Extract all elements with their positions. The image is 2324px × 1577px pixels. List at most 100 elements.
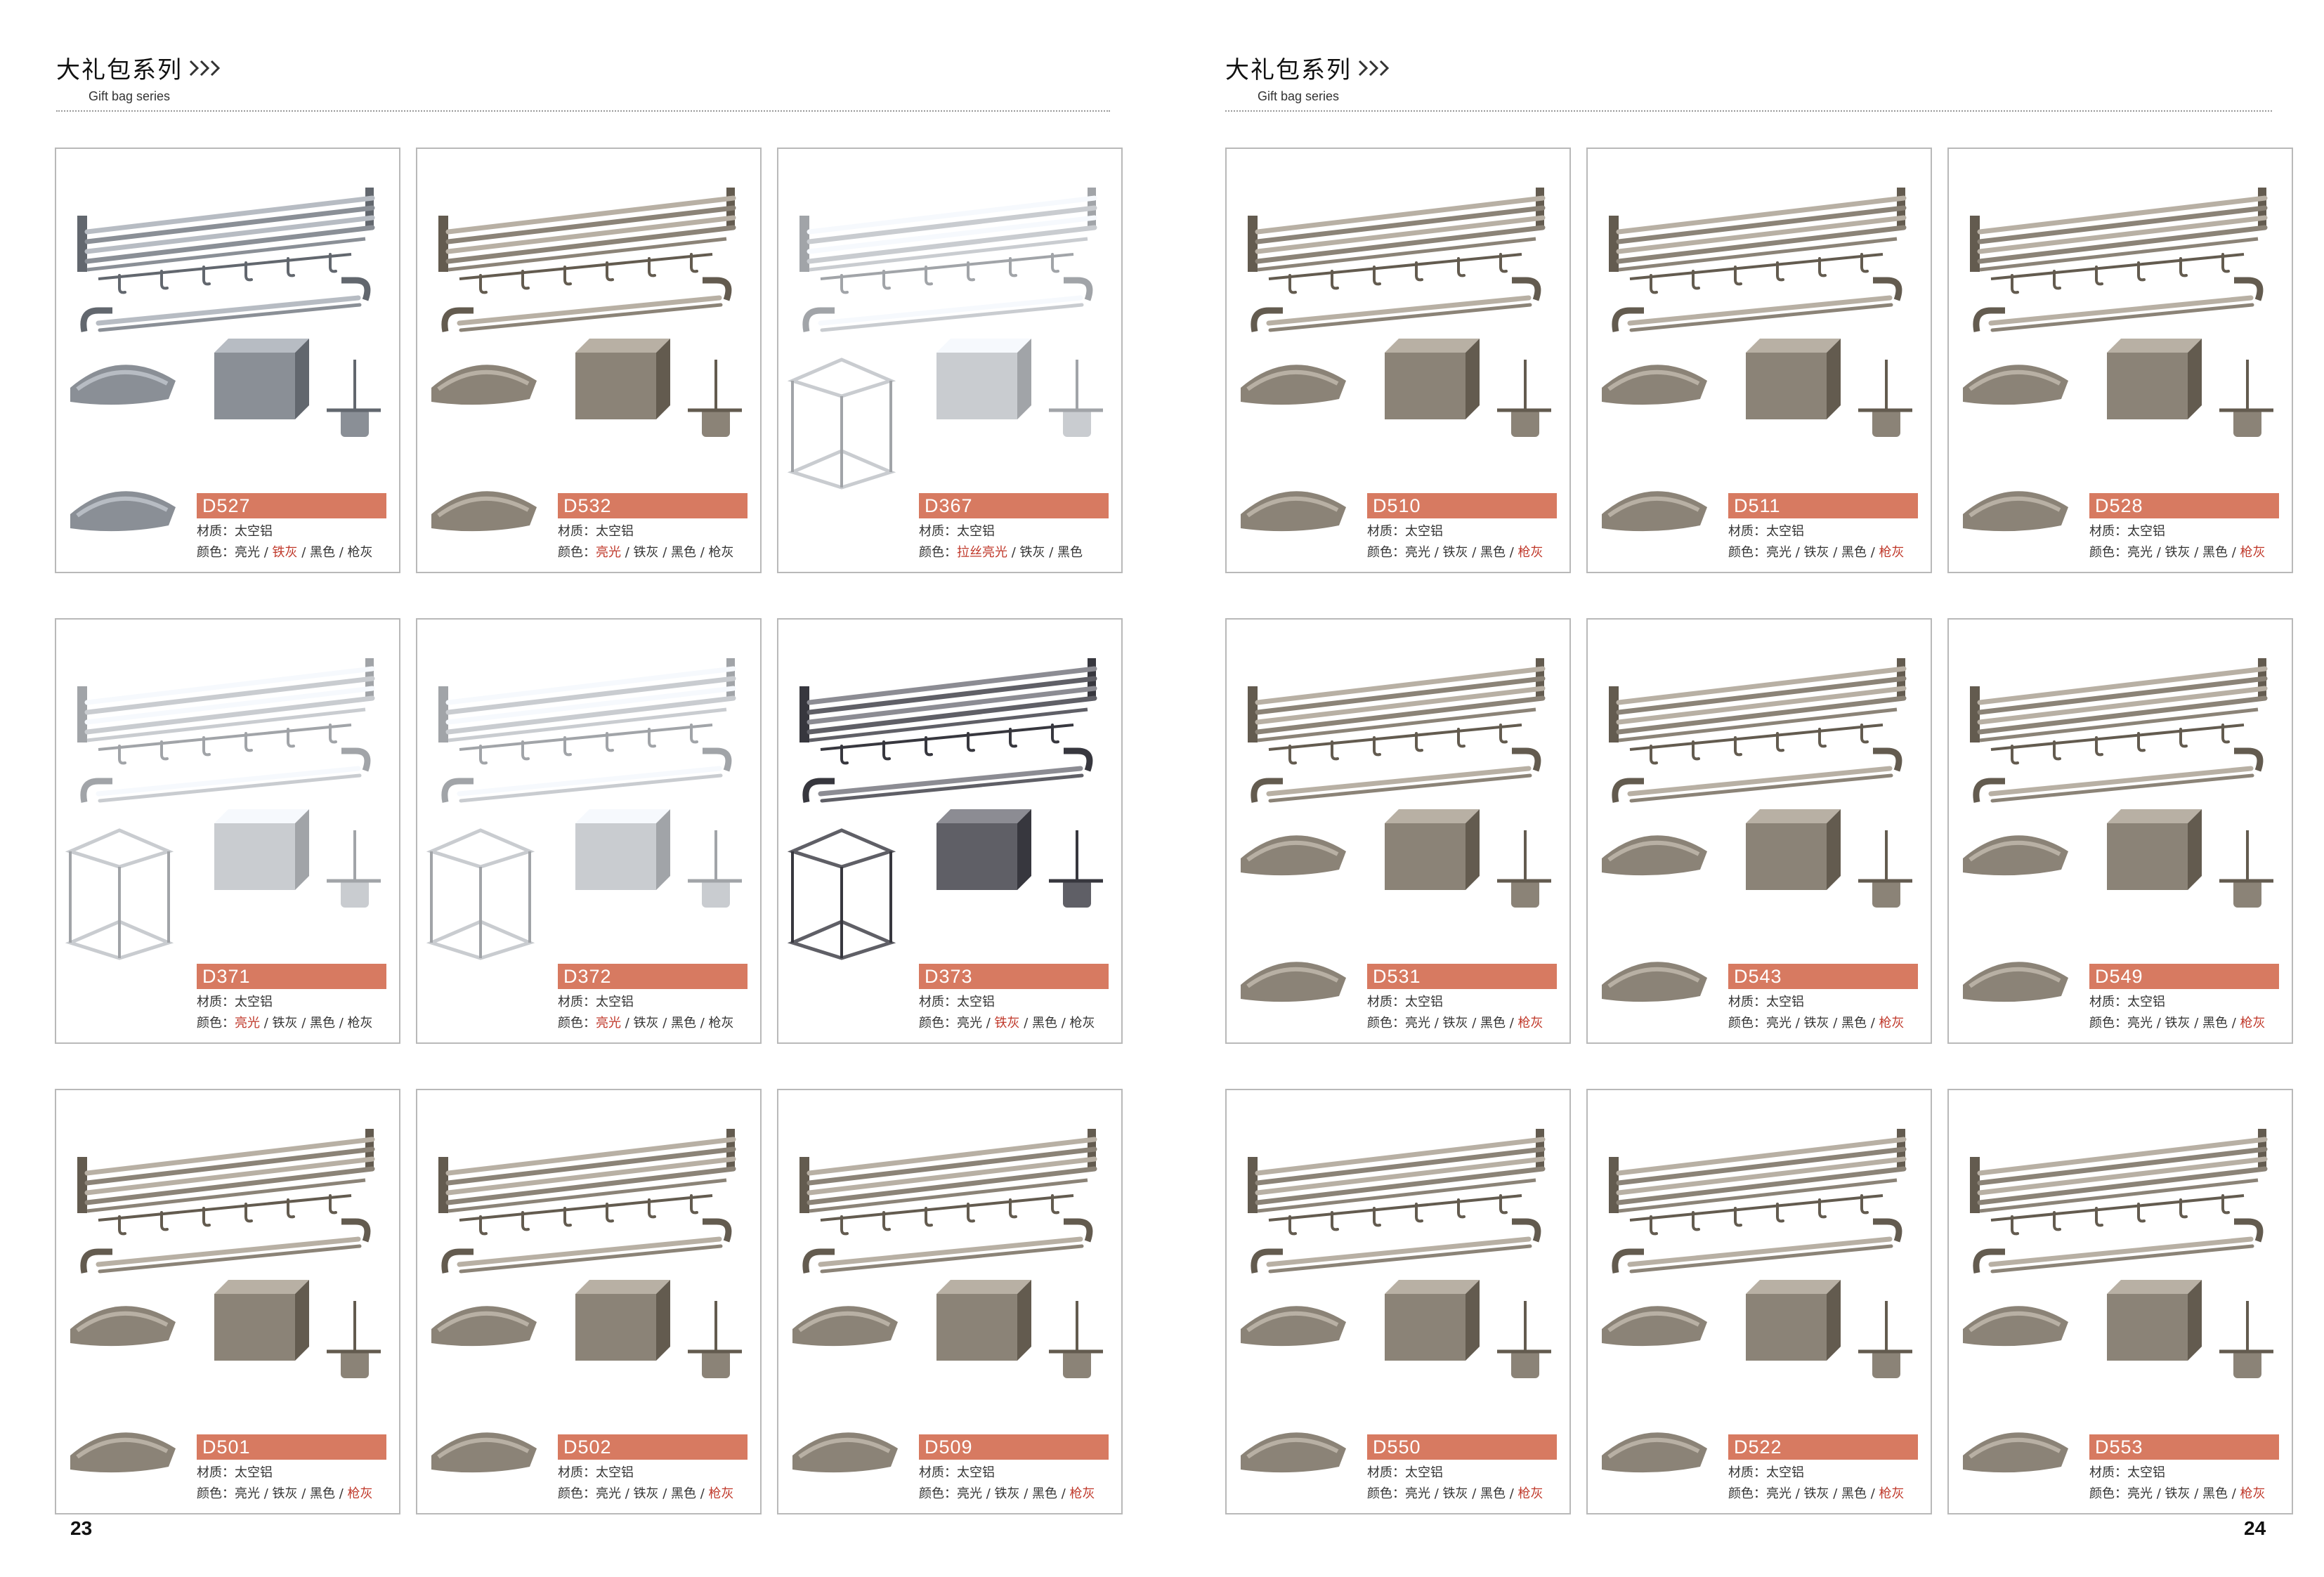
color-option: 铁灰	[2165, 545, 2191, 560]
tissue-holder-image	[1385, 809, 1480, 890]
corner-basket-image	[65, 828, 174, 960]
product-image	[1963, 658, 2273, 1002]
color-separator: /	[1829, 1486, 1842, 1501]
material-value: 太空铝	[957, 1465, 995, 1480]
corner-shelf-image	[1963, 365, 2068, 405]
color-option: 枪灰	[1069, 1486, 1095, 1501]
color-line: 颜色：亮光 / 铁灰 / 黑色 / 枪灰	[197, 1484, 386, 1502]
color-option: 黑色	[2202, 1016, 2228, 1030]
color-option: 亮光	[2127, 1016, 2153, 1030]
material-line: 材质：太空铝	[1728, 1463, 1918, 1481]
towel-bar-image	[1612, 747, 1902, 803]
color-option: 黑色	[1032, 1016, 1058, 1030]
product-image	[1602, 1129, 1912, 1473]
color-option: 枪灰	[1879, 1016, 1905, 1030]
color-option: 枪灰	[708, 545, 734, 560]
color-separator: /	[696, 1486, 709, 1501]
material-prefix: 材质：	[1367, 995, 1405, 1009]
color-separator: /	[982, 1486, 995, 1501]
color-separator: /	[1829, 545, 1842, 560]
tissue-holder-image	[936, 1280, 1031, 1361]
triple-chevron-icon	[188, 59, 222, 77]
color-line: 颜色：亮光 / 铁灰 / 黑色 / 枪灰	[919, 1013, 1109, 1031]
color-option: 黑色	[671, 1016, 697, 1030]
color-prefix: 颜色：	[197, 545, 235, 560]
product-image	[70, 1129, 381, 1473]
color-option: 黑色	[1841, 1486, 1867, 1501]
towel-bar-image	[80, 277, 371, 332]
color-option: 亮光	[2127, 1486, 2153, 1501]
section-subtitle: Gift bag series	[89, 89, 171, 103]
color-option: 黑色	[1032, 1486, 1058, 1501]
towel-rack-image	[438, 1129, 736, 1236]
color-separator: /	[1468, 1486, 1481, 1501]
material-value: 太空铝	[2127, 524, 2165, 539]
color-prefix: 颜色：	[558, 1486, 596, 1501]
product-code: D528	[2089, 493, 2279, 518]
towel-rack-image	[77, 1129, 375, 1236]
material-value: 太空铝	[1766, 524, 1804, 539]
color-separator: /	[696, 1016, 709, 1030]
color-prefix: 颜色：	[2089, 1486, 2127, 1501]
color-option: 黑色	[671, 1486, 697, 1501]
color-separator: /	[1506, 1016, 1518, 1030]
material-line: 材质：太空铝	[197, 992, 386, 1010]
color-option: 亮光	[235, 1486, 260, 1501]
corner-shelf-image	[70, 365, 176, 405]
material-line: 材质：太空铝	[1367, 1463, 1557, 1481]
corner-shelf-image	[1963, 835, 2068, 876]
color-separator: /	[1007, 545, 1020, 560]
material-prefix: 材质：	[197, 524, 235, 539]
towel-rack-image	[77, 658, 375, 765]
corner-shelf-image	[1602, 365, 1707, 405]
color-line: 颜色：亮光 / 铁灰 / 黑色 / 枪灰	[1367, 542, 1557, 561]
color-option: 铁灰	[994, 1016, 1020, 1030]
corner-shelf-image	[1241, 1306, 1346, 1347]
color-separator: /	[1430, 545, 1443, 560]
towel-rack-image	[1609, 658, 1907, 765]
color-option: 枪灰	[708, 1486, 734, 1501]
color-option: 铁灰	[1803, 1016, 1829, 1030]
corner-shelf-image	[431, 1306, 537, 1347]
product-card[interactable]: D550 材质：太空铝颜色：亮光 / 铁灰 / 黑色 / 枪灰	[1225, 1089, 1571, 1514]
towel-rack-image	[1609, 1129, 1907, 1236]
material-value: 太空铝	[596, 524, 634, 539]
material-line: 材质：太空铝	[197, 521, 386, 539]
color-line: 颜色：亮光 / 铁灰 / 黑色 / 枪灰	[1367, 1484, 1557, 1502]
color-separator: /	[1019, 1016, 1033, 1030]
product-image	[70, 188, 381, 532]
color-separator: /	[658, 1486, 672, 1501]
product-code: D550	[1367, 1434, 1557, 1460]
color-option: 枪灰	[2240, 545, 2266, 560]
section-title: 大礼包系列	[1225, 56, 1352, 84]
product-image	[431, 188, 742, 532]
product-image	[1602, 658, 1912, 1002]
corner-basket-image	[787, 828, 896, 960]
color-line: 颜色：亮光 / 铁灰 / 黑色 / 枪灰	[1367, 1013, 1557, 1031]
product-image	[1963, 188, 2273, 532]
material-prefix: 材质：	[1728, 995, 1766, 1009]
tissue-holder-image	[214, 339, 309, 419]
color-separator: /	[1791, 545, 1804, 560]
